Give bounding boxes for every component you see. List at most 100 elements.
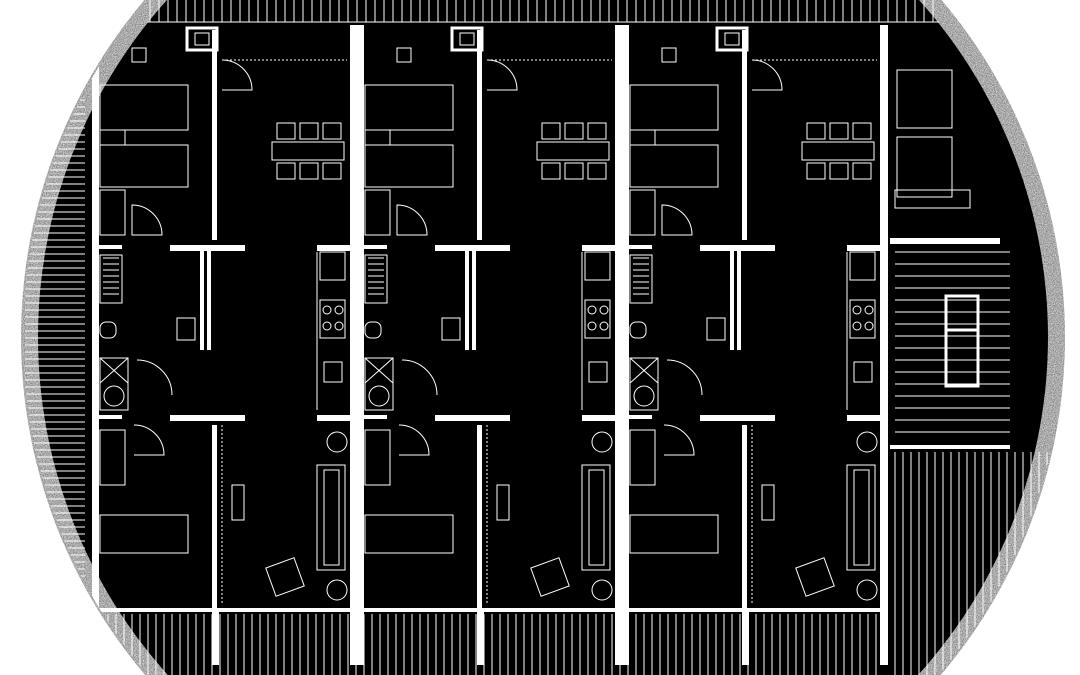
burner [852, 305, 862, 315]
washer-drum [368, 385, 390, 407]
nightstand [364, 129, 391, 146]
chair [564, 162, 584, 180]
balcony-hatch [91, 614, 877, 675]
wall [622, 245, 652, 249]
door-swing [136, 359, 173, 396]
wall [212, 30, 217, 240]
wall [357, 415, 387, 419]
wall [847, 245, 882, 251]
door-swing [133, 424, 165, 456]
wall [582, 415, 617, 421]
wall [357, 25, 364, 665]
burner [599, 305, 609, 315]
wardrobe [629, 429, 656, 486]
shower [364, 254, 388, 304]
toilet [364, 321, 382, 339]
wall [357, 610, 364, 665]
lamp [856, 579, 878, 601]
washer-drum [633, 385, 655, 407]
toilet [629, 321, 647, 339]
wall [435, 415, 510, 421]
chair [829, 162, 849, 180]
sofa [581, 464, 611, 571]
sink [706, 317, 726, 341]
apartment-unit [357, 25, 622, 665]
sofa-cushion [588, 469, 605, 566]
wall [92, 610, 99, 665]
wall [317, 415, 352, 421]
chair [806, 122, 826, 140]
toilet [99, 321, 117, 339]
chair [852, 122, 872, 140]
sofa-cushion [323, 469, 340, 566]
wall [472, 250, 476, 350]
chair [541, 122, 561, 140]
wall [207, 250, 211, 350]
sink [176, 317, 196, 341]
wall [742, 425, 747, 610]
door-swing [661, 204, 693, 236]
cooktop [849, 299, 876, 339]
bed [99, 514, 189, 554]
wall [170, 245, 245, 251]
shaft-core [194, 32, 210, 46]
kitchen-sink [853, 361, 873, 383]
chair [829, 122, 849, 140]
washer-drum [103, 385, 125, 407]
nightstand [99, 129, 126, 146]
chair [852, 162, 872, 180]
wall [582, 245, 617, 251]
wall [212, 425, 217, 610]
burner [587, 321, 597, 331]
lamp [326, 431, 348, 453]
shower [629, 254, 653, 304]
door-swing [663, 424, 695, 456]
wall [92, 415, 122, 419]
wall [622, 415, 652, 419]
fridge [849, 251, 876, 281]
washer [629, 357, 659, 411]
burner [334, 305, 344, 315]
chair [299, 122, 319, 140]
door-swing [396, 204, 428, 236]
wall [847, 415, 882, 421]
door-swing [666, 359, 703, 396]
chair [541, 162, 561, 180]
wall [742, 610, 749, 665]
dining-table [536, 141, 610, 161]
chair [322, 122, 342, 140]
side-table [231, 484, 245, 521]
wall [435, 245, 510, 251]
wardrobe [364, 429, 391, 486]
sofa [846, 464, 876, 571]
apartment-unit [92, 25, 357, 665]
wall [737, 250, 741, 350]
wall [350, 25, 357, 665]
burner [852, 321, 862, 331]
wall [170, 415, 245, 421]
burner [587, 305, 597, 315]
shaft [715, 26, 749, 52]
shaft [185, 26, 219, 52]
nightstand [629, 129, 656, 146]
burner [322, 305, 332, 315]
wall [477, 30, 482, 240]
cooktop [584, 299, 611, 339]
bed [629, 514, 719, 554]
wall [200, 250, 204, 350]
wall [890, 445, 1010, 449]
lamp [326, 579, 348, 601]
armchair [265, 557, 305, 597]
wall [700, 245, 775, 251]
armchair [530, 557, 570, 597]
bed [629, 84, 719, 131]
wall [622, 610, 629, 665]
chair [322, 162, 342, 180]
shaft-core [724, 32, 740, 46]
door-swing [486, 59, 518, 91]
right-exterior-hatch [894, 452, 1056, 675]
door-swing [221, 59, 253, 91]
bed [99, 84, 189, 131]
wall [615, 25, 622, 665]
